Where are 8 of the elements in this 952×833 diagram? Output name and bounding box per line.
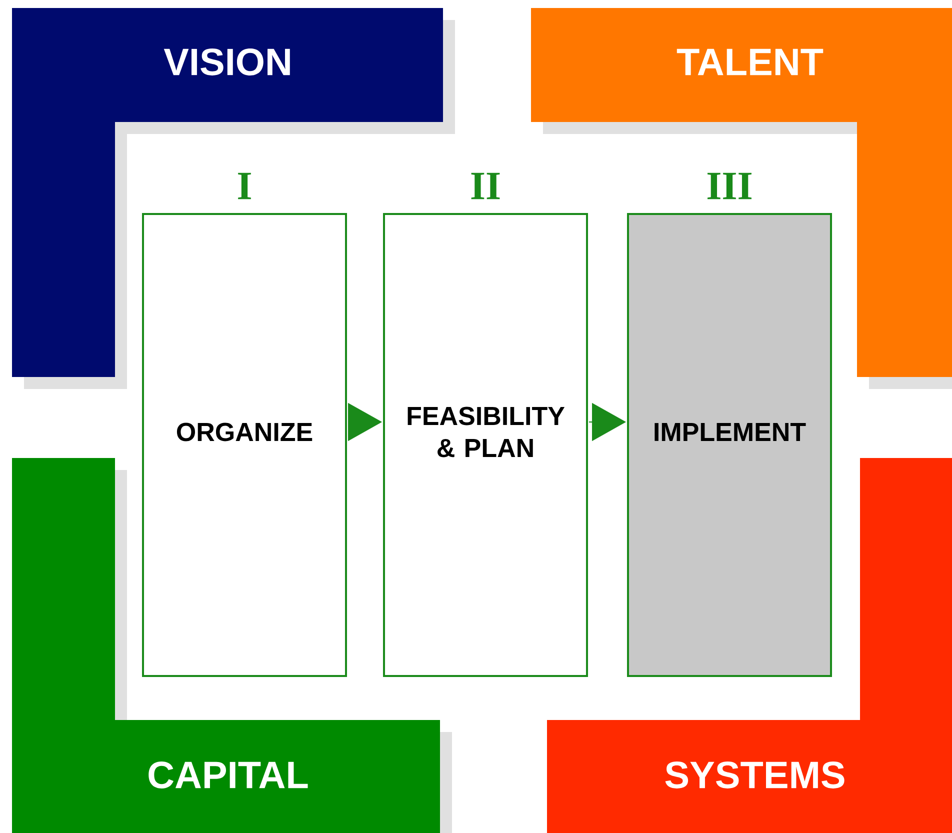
corner-block: CAPITAL: [12, 458, 440, 833]
step-number: III: [708, 172, 752, 200]
step-number: II: [471, 172, 500, 200]
corner-block: SYSTEMS: [547, 458, 952, 833]
step-box: FEASIBILITY & PLAN: [383, 213, 588, 677]
step-box: ORGANIZE: [142, 213, 347, 677]
step-number: I: [238, 172, 251, 200]
step-box: IMPLEMENT: [627, 213, 832, 677]
